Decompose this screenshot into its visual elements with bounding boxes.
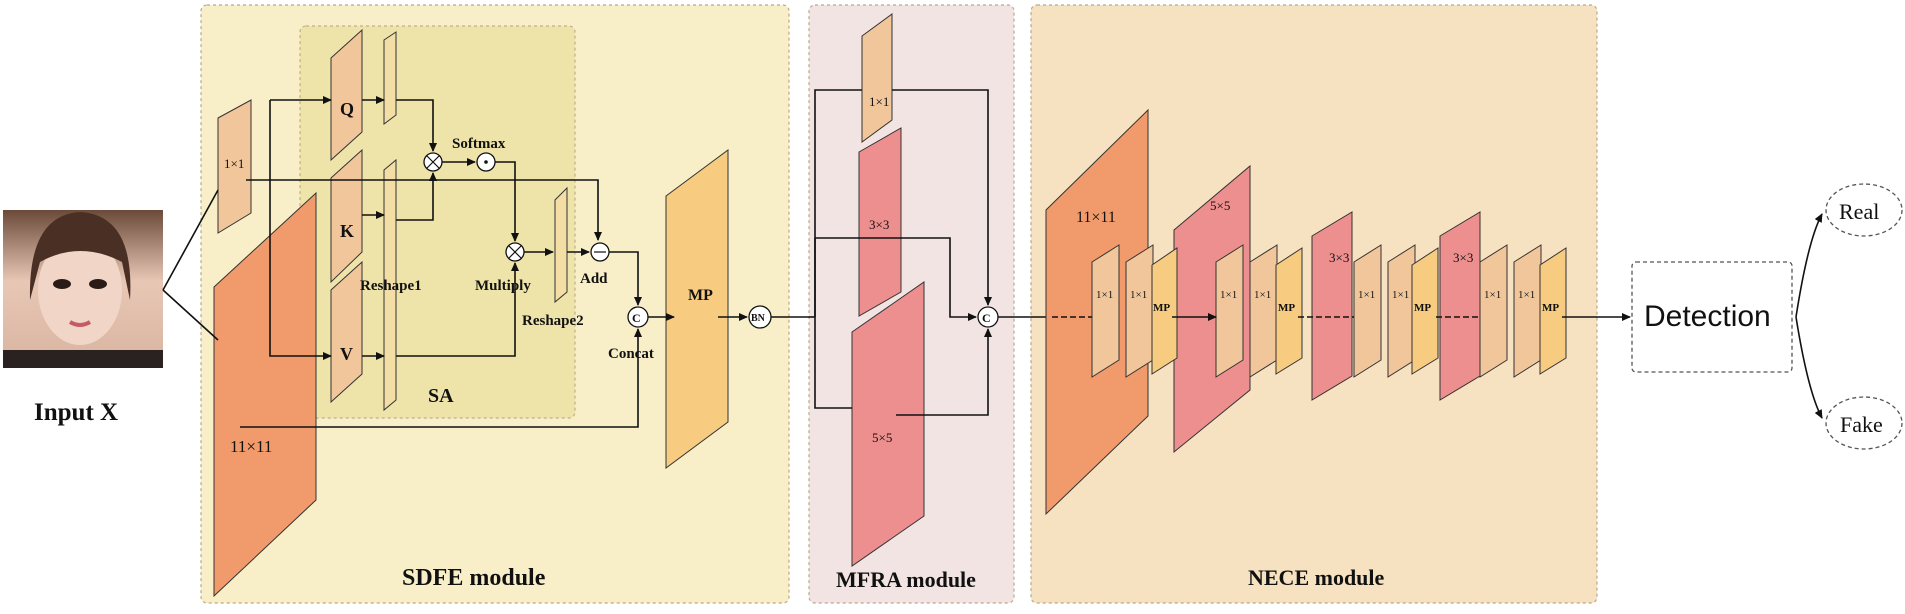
nece-conv-5x5-block — [1173, 164, 1251, 454]
nece-1x1-label: 1×1 — [1484, 289, 1501, 301]
nece-small-blocks — [1091, 244, 1567, 378]
sdfe-mp-block — [665, 149, 729, 469]
nece-1x1-label: 1×1 — [1358, 289, 1375, 301]
sa-reshape1-label: Reshape1 — [360, 278, 422, 294]
mfra-connections — [809, 89, 1052, 416]
nece-1x1-label: 1×1 — [1518, 289, 1535, 301]
nece-1x1-label: 1×1 — [1220, 289, 1237, 301]
nece-conv-5x5-label: 5×5 — [1210, 198, 1230, 213]
nece-1x1-label: 1×1 — [1392, 289, 1409, 301]
sa-multiply-label: Multiply — [475, 278, 531, 294]
sa-reshape1-plate — [383, 158, 397, 412]
sdfe-concat-label: Concat — [608, 346, 654, 362]
sdfe-conv-1x1-label: 1×1 — [224, 156, 244, 171]
sa-softmax-label: Softmax — [452, 136, 506, 152]
fake-output-node — [1825, 396, 1903, 450]
nece-module-title: NECE module — [1248, 565, 1385, 590]
mfra-conv-1x1-label: 1×1 — [869, 94, 889, 109]
sa-q-label: Q — [340, 99, 354, 119]
nece-conv-3x3-label-a: 3×3 — [1329, 250, 1349, 265]
sdfe-conv-11x11-label: 11×11 — [230, 437, 272, 456]
nece-conv-3x3-block-b — [1439, 211, 1481, 401]
detection-label: Detection — [1644, 300, 1771, 333]
sa-add-label: Add — [580, 271, 608, 287]
mfra-conv-5x5-block — [851, 281, 925, 567]
sa-v-label: V — [340, 344, 353, 364]
nece-mp-label: MP — [1414, 302, 1431, 314]
nece-conv-3x3-label-b: 3×3 — [1453, 250, 1473, 265]
mfra-conv-1x1-block — [861, 13, 893, 143]
sdfe-bn-label: BN — [751, 313, 766, 324]
real-output-node — [1825, 183, 1903, 237]
mfra-concat-symbol: C — [982, 311, 991, 325]
mfra-conv-3x3-label: 3×3 — [869, 217, 889, 232]
sa-reshape2-plate — [554, 186, 568, 304]
nece-mp-label: MP — [1542, 302, 1559, 314]
sdfe-conv-1x1-block — [217, 99, 252, 234]
sa-q-reshape-plate — [383, 31, 397, 125]
nece-mp-label: MP — [1278, 302, 1295, 314]
output-connections — [1795, 213, 1823, 419]
sdfe-module-title: SDFE module — [402, 565, 546, 591]
mfra-module-title: MFRA module — [836, 567, 976, 592]
sa-q-block — [330, 28, 363, 162]
nece-mp-label: MP — [1153, 302, 1170, 314]
sa-k-block — [330, 148, 363, 284]
nece-small-labels: 1×1 1×1 MP 1×1 1×1 MP 1×1 1×1 MP 1×1 1×1… — [1096, 289, 1559, 314]
nece-conv-11x11-label: 11×11 — [1076, 209, 1116, 226]
mfra-conv-3x3-block — [858, 127, 902, 317]
real-output-label: Real — [1839, 199, 1879, 224]
mfra-conv-5x5-label: 5×5 — [872, 430, 892, 445]
sdfe-connections — [162, 96, 809, 428]
nece-1x1-label: 1×1 — [1254, 289, 1271, 301]
fake-output-label: Fake — [1840, 412, 1883, 437]
input-face-image — [3, 210, 163, 368]
nece-conv-3x3-block-a — [1311, 211, 1353, 401]
detection-box — [1631, 261, 1793, 373]
nece-1x1-label: 1×1 — [1130, 289, 1147, 301]
sa-title: SA — [428, 385, 454, 407]
sa-k-label: K — [340, 221, 354, 241]
nece-1x1-label: 1×1 — [1096, 289, 1113, 301]
sa-v-block — [330, 260, 363, 404]
sdfe-conv-11x11-block — [213, 191, 317, 598]
sa-reshape2-label: Reshape2 — [522, 313, 584, 329]
sdfe-concat-symbol: C — [632, 311, 641, 325]
input-label: Input X — [34, 399, 118, 426]
sdfe-mp-label: MP — [688, 287, 713, 304]
